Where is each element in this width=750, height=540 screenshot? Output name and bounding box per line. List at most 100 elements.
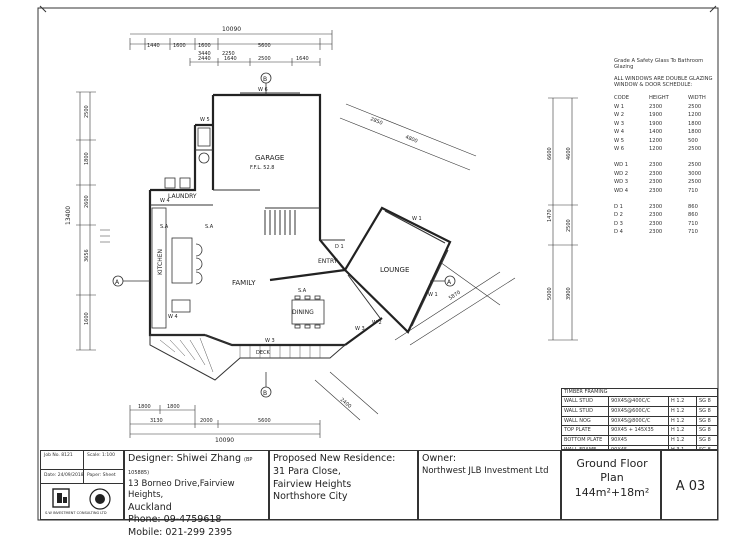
schedule-code: W 4: [614, 129, 625, 136]
smoke-alarm-1: S.A: [205, 224, 214, 230]
smoke-alarm-2: S.A: [298, 288, 307, 294]
dim-top-10: 1640: [224, 56, 237, 62]
title-block-sheet: A 03: [661, 450, 718, 520]
dim-right-1: 6600: [547, 147, 553, 160]
schedule-height: 2300: [649, 104, 663, 110]
dim-diag-1: 4800: [404, 134, 418, 144]
room-label-lounge: LOUNGE: [380, 266, 409, 274]
schedule-header-width: WIDTH: [688, 95, 706, 101]
dim-top-6: 2500: [258, 56, 271, 62]
title-block-designer: Designer: Shiwei Zhang (BP 105885) 13 Bo…: [124, 450, 269, 538]
dim-top-1: 1440: [147, 43, 160, 49]
framing-treatment: H 1.2: [668, 426, 696, 436]
schedule-width: 860: [688, 203, 698, 210]
schedule-height: 1400: [649, 129, 663, 136]
dim-bottom-4: 2000: [200, 418, 213, 424]
window-tag-w4b: W 4: [168, 314, 178, 320]
dim-right-2: 4600: [566, 147, 572, 160]
dim-diag-3: 5870: [448, 290, 462, 302]
bottom-dimension-lines: [129, 405, 321, 438]
schedule-height: 2300: [649, 179, 663, 186]
window-tag-w3a: W 3: [355, 326, 365, 332]
dim-bottom-5: 5600: [258, 418, 271, 424]
company-logo: S.W INVESTMENT CONSULTING LTD: [45, 488, 111, 515]
room-label-entry: ENTRY: [318, 258, 338, 265]
schedule-height: 2300: [649, 229, 663, 236]
project-address-1: 31 Para Close,: [273, 465, 341, 477]
dim-right-6: 5000: [547, 287, 553, 300]
garage-ffl: F.F.L. 52.8: [250, 165, 274, 171]
schedule-height: 2300: [649, 170, 663, 177]
framing-grade: SG 8: [696, 397, 717, 406]
smoke-alarm-3: S.A: [160, 224, 169, 230]
title-block-project: Proposed New Residence: 31 Para Close, F…: [269, 450, 418, 520]
right-dimension-lines: [548, 97, 578, 341]
dim-bottom-total: 10090: [215, 437, 234, 444]
dim-left-2: 1800: [84, 152, 90, 165]
schedule-width: 2500: [688, 104, 702, 110]
schedule-title: WINDOW & DOOR SCHEDULE:: [614, 82, 693, 88]
dim-diag-4: 2400: [339, 397, 353, 410]
window-tag-w3b: W 3: [265, 338, 275, 344]
dim-top-4: 5600: [258, 43, 271, 49]
schedule-header-code: CODE: [614, 95, 629, 101]
dim-top-7: 1640: [296, 56, 309, 62]
dim-top-9: 2250: [222, 51, 235, 57]
window-tag-w1b: W 1: [428, 292, 438, 298]
dim-bottom-1: 1800: [138, 404, 151, 410]
framing-grade: SG 8: [696, 426, 717, 436]
schedule-height: 1900: [649, 120, 663, 127]
dim-diag-2: 2850: [369, 116, 383, 126]
room-label-kitchen: KITCHEN: [157, 249, 164, 275]
designer-phone: Phone: 09-4759618: [128, 514, 222, 526]
deck-hatch: [149, 334, 347, 381]
schedule-header: CODE HEIGHT WIDTH: [614, 95, 716, 104]
dim-left-3: 2600: [84, 195, 90, 208]
schedule-width: 500: [688, 137, 698, 144]
framing-member: WALL STUD: [564, 407, 593, 414]
schedule-code: W 5: [614, 137, 625, 144]
framing-member: WALL FRAME: [562, 446, 608, 455]
schedule-width: 860: [688, 212, 698, 219]
schedule-code: WD 4: [614, 187, 629, 194]
framing-size: 90X45@600C/C: [608, 406, 668, 416]
drawing-area: 144m²+18m²: [574, 485, 650, 499]
schedule-height: 1200: [649, 137, 663, 144]
dining-table: [291, 295, 325, 329]
designer-block: Designer: Shiwei Zhang (BP 105885) 13 Bo…: [128, 453, 268, 540]
schedule-height: 2300: [649, 220, 663, 227]
top-dimension-lines: [129, 30, 333, 66]
schedule-width: 2500: [688, 162, 702, 169]
framing-treatment: H 1.2: [668, 436, 696, 445]
project-block: Proposed New Residence: 31 Para Close, F…: [273, 453, 395, 504]
window-tag-w1a: W 1: [412, 216, 422, 222]
section-marker-b-top: B: [263, 76, 267, 83]
sheet-number: A 03: [675, 479, 706, 494]
designer-lbp: (BP 105885): [128, 457, 253, 476]
project-address-3: Northshore City: [273, 491, 348, 503]
scale: Scale: 1:100: [87, 453, 116, 458]
door-tag-d1: D 1: [335, 244, 344, 250]
framing-size: 90X45@400C/C: [608, 397, 668, 406]
dim-top-3: 1600: [198, 43, 211, 49]
window-tag-w2: W 2: [372, 320, 382, 326]
dim-right-3: 2500: [566, 219, 572, 232]
framing-grade: SG 8: [696, 416, 717, 426]
schedule-code: W 6: [614, 145, 625, 152]
schedule-height: 2300: [649, 187, 663, 194]
schedule-code: D 1: [614, 203, 623, 210]
framing-treatment: H 1.2: [668, 416, 696, 426]
schedule-row: W 5 1200 500: [614, 138, 716, 146]
section-marker-b-bottom: B: [263, 390, 267, 397]
owner-name: Northwest JLB Investment Ltd: [422, 465, 549, 476]
schedule-code: D 2: [614, 212, 623, 219]
dim-bottom-3: 3130: [150, 418, 163, 424]
